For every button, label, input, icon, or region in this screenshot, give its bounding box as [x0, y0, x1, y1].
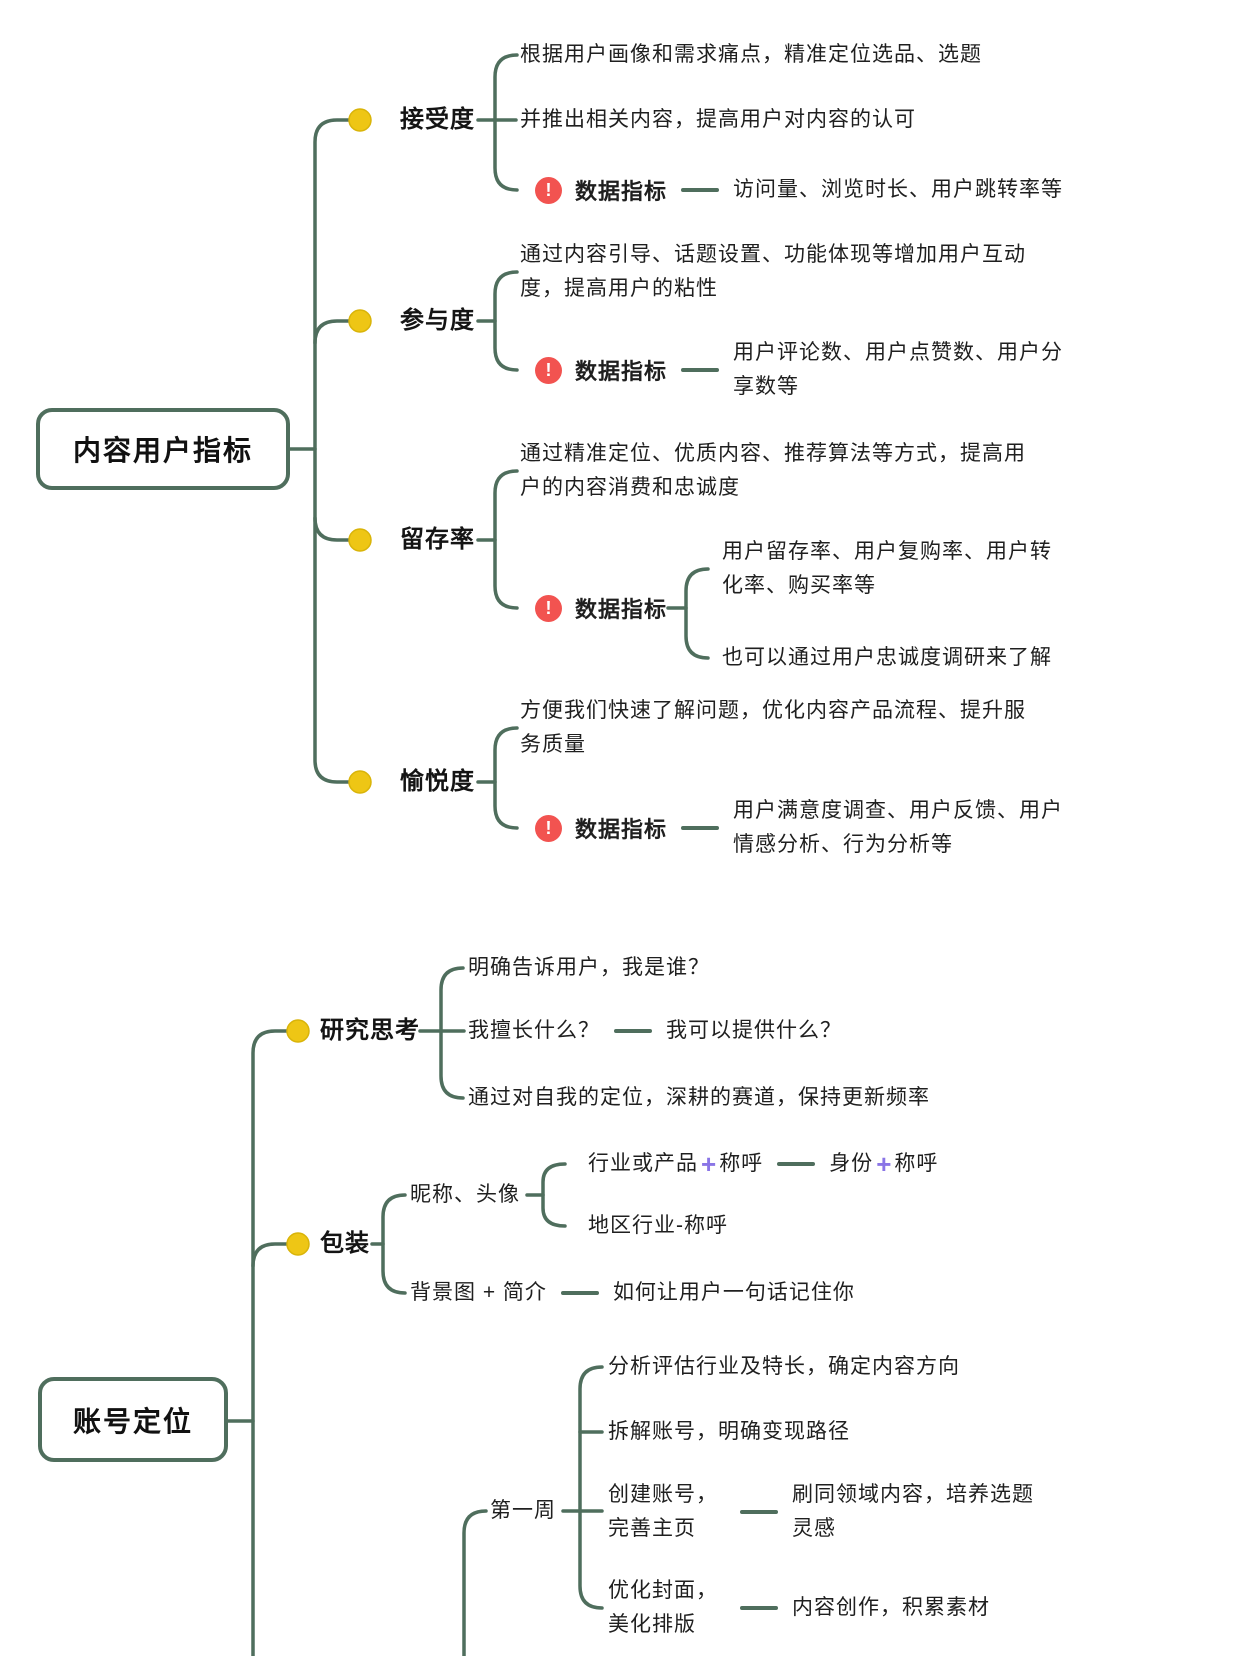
leaf-topic[interactable]: 内容创作，积累素材	[792, 1596, 990, 1619]
topic-marker-dot-icon	[348, 528, 372, 552]
alert-exclamation-icon: !	[535, 594, 562, 622]
topic-nickname-avatar[interactable]: 昵称、头像	[410, 1183, 520, 1206]
plus-icon: +	[876, 1149, 892, 1179]
branch-line	[493, 53, 519, 192]
alert-exclamation-icon: !	[535, 814, 562, 842]
topic-acceptance[interactable]: 接受度	[400, 106, 475, 133]
leaf-topic[interactable]: 刷同领域内容，培养选题灵感	[792, 1483, 1034, 1540]
plus-icon: +	[701, 1149, 717, 1179]
leaf-topic[interactable]: 通过精准定位、优质内容、推荐算法等方式，提高用户的内容消费和忠诚度	[520, 442, 1026, 499]
connector-dash	[740, 1510, 778, 1514]
leaf-topic[interactable]: 根据用户画像和需求痛点，精准定位选品、选题	[520, 43, 982, 66]
topic-marker-dot-icon	[348, 309, 372, 333]
connector-dash	[740, 1606, 778, 1610]
branch-line	[313, 118, 351, 784]
branch-line	[578, 1365, 604, 1610]
leaf-topic[interactable]: 称呼	[894, 1152, 939, 1175]
topic-marker-dot-icon	[348, 770, 372, 794]
topic-data-metrics[interactable]: 数据指标	[575, 359, 668, 384]
branch-line	[381, 1193, 407, 1295]
branch-line	[493, 469, 519, 610]
leaf-topic[interactable]: 用户满意度调查、用户反馈、用户情感分析、行为分析等	[733, 799, 1064, 856]
data-metric-row: ! 数据指标	[535, 592, 667, 624]
root-topic-content-user-metrics[interactable]: 内容用户指标	[36, 408, 290, 490]
leaf-topic[interactable]: 地区行业-称呼	[588, 1214, 728, 1237]
topic-marker-dot-icon	[286, 1019, 310, 1043]
branch-line	[251, 1029, 289, 1656]
alert-exclamation-icon: !	[535, 176, 562, 204]
leaf-topic[interactable]: 拆解账号，明确变现路径	[608, 1420, 850, 1443]
root-topic-account-positioning[interactable]: 账号定位	[38, 1377, 228, 1462]
root-topic-label: 账号定位	[72, 1405, 193, 1437]
leaf-topic[interactable]: 称呼	[719, 1152, 764, 1175]
topic-week-one[interactable]: 第一周	[490, 1499, 556, 1522]
branch-line	[684, 567, 710, 660]
branch-line	[313, 516, 351, 542]
leaf-row: 背景图 + 简介 如何让用户一句话记住你	[410, 1276, 855, 1310]
connector-dash	[681, 188, 720, 192]
connector-dash	[614, 1029, 652, 1033]
root-topic-label: 内容用户指标	[72, 435, 253, 466]
leaf-topic[interactable]: 我可以提供什么？	[666, 1019, 842, 1042]
branch-line	[251, 1242, 289, 1268]
topic-retention[interactable]: 留存率	[400, 526, 475, 553]
leaf-topic[interactable]: 行业或产品	[588, 1152, 698, 1175]
connector-dash	[560, 1291, 599, 1295]
branch-line	[541, 1162, 567, 1228]
alert-exclamation-icon: !	[535, 356, 562, 384]
connector-dash	[681, 368, 720, 372]
leaf-topic[interactable]: 用户评论数、用户点赞数、用户分享数等	[733, 341, 1064, 398]
branch-line	[313, 319, 351, 345]
topic-data-metrics[interactable]: 数据指标	[575, 179, 668, 204]
topic-research-thinking[interactable]: 研究思考	[320, 1017, 420, 1044]
leaf-topic[interactable]: 也可以通过用户忠诚度调研来了解	[722, 646, 1052, 669]
topic-marker-dot-icon	[348, 108, 372, 132]
leaf-row: 创建账号，完善主页 刷同领域内容，培养选题灵感	[608, 1478, 1044, 1546]
leaf-topic[interactable]: 并推出相关内容，提高用户对内容的认可	[520, 108, 916, 131]
topic-packaging[interactable]: 包装	[320, 1230, 370, 1257]
branch-line	[462, 1509, 488, 1656]
topic-marker-dot-icon	[286, 1232, 310, 1256]
leaf-topic[interactable]: 优化封面，美化排版	[608, 1579, 718, 1636]
branch-line	[493, 270, 519, 372]
topic-engagement[interactable]: 参与度	[400, 307, 475, 334]
leaf-topic[interactable]: 明确告诉用户，我是谁？	[468, 956, 710, 979]
leaf-topic[interactable]: 我擅长什么？	[468, 1019, 600, 1042]
data-metric-row: ! 数据指标 用户满意度调查、用户反馈、用户情感分析、行为分析等	[535, 794, 1073, 862]
topic-data-metrics[interactable]: 数据指标	[575, 817, 668, 842]
branch-line	[439, 966, 465, 1100]
leaf-row: 行业或产品 + 称呼 身份 + 称呼	[588, 1147, 938, 1181]
leaf-topic[interactable]: 用户留存率、用户复购率、用户转化率、购买率等	[722, 540, 1052, 597]
leaf-topic[interactable]: 创建账号，完善主页	[608, 1483, 718, 1540]
leaf-topic[interactable]: 通过对自我的定位，深耕的赛道，保持更新频率	[468, 1086, 930, 1109]
data-metric-row: ! 数据指标 用户评论数、用户点赞数、用户分享数等	[535, 336, 1073, 404]
data-metric-row: ! 数据指标 访问量、浏览时长、用户跳转率等	[535, 173, 1063, 207]
leaf-row: 我擅长什么？ 我可以提供什么？	[468, 1014, 842, 1048]
connector-dash	[777, 1162, 816, 1166]
leaf-row: 优化封面，美化排版 内容创作，积累素材	[608, 1574, 990, 1642]
leaf-topic[interactable]: 访问量、浏览时长、用户跳转率等	[733, 178, 1064, 201]
topic-data-metrics[interactable]: 数据指标	[575, 597, 668, 622]
leaf-topic[interactable]: 通过内容引导、话题设置、功能体现等增加用户互动度，提高用户的粘性	[520, 243, 1026, 300]
topic-delight[interactable]: 愉悦度	[400, 768, 475, 795]
connector-dash	[681, 826, 720, 830]
leaf-topic[interactable]: 方便我们快速了解问题，优化内容产品流程、提升服务质量	[520, 699, 1026, 756]
leaf-topic[interactable]: 如何让用户一句话记住你	[612, 1281, 855, 1304]
leaf-topic[interactable]: 身份	[829, 1152, 874, 1175]
topic-background-intro[interactable]: 背景图 + 简介	[410, 1281, 547, 1304]
branch-line	[493, 726, 519, 830]
leaf-topic[interactable]: 分析评估行业及特长，确定内容方向	[608, 1355, 960, 1378]
